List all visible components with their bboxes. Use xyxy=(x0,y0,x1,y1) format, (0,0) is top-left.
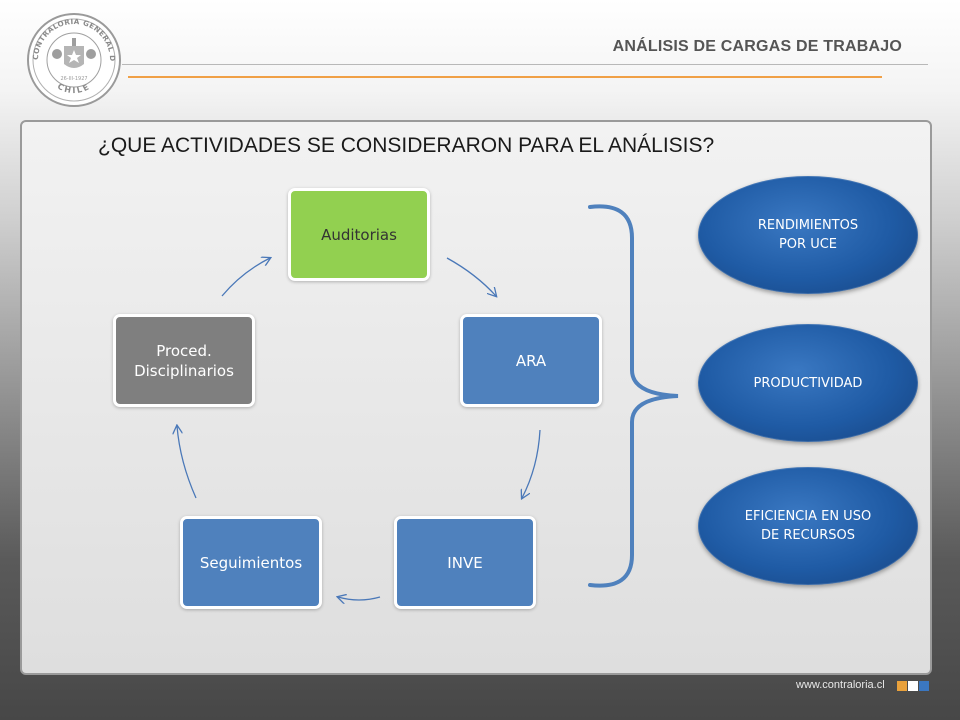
footer-website-link[interactable]: www.contraloria.cl xyxy=(796,679,885,691)
header-divider-orange xyxy=(128,76,882,78)
node-auditorias: Auditorias xyxy=(288,188,430,281)
seal-bottom-text: CHILE xyxy=(56,82,90,96)
node-ara: ARA xyxy=(460,314,602,407)
question-heading: ¿QUE ACTIVIDADES SE CONSIDERARON PARA EL… xyxy=(98,134,715,157)
node-inve: INVE xyxy=(394,516,536,609)
arrow-proced-to-auditorias xyxy=(221,258,270,297)
slide-header-title: ANÁLISIS DE CARGAS DE TRABAJO xyxy=(612,38,902,55)
oval-label: RENDIMIENTOS POR UCE xyxy=(757,218,859,252)
seal-date: 26-III-1927 xyxy=(60,76,87,82)
coat-of-arms-icon xyxy=(52,38,96,68)
svg-text:CHILE: CHILE xyxy=(56,82,92,96)
oval-rendimientos-por-uce: RENDIMIENTOS POR UCE xyxy=(698,176,918,294)
oval-label: PRODUCTIVIDAD xyxy=(753,375,863,391)
flag-stripe-white xyxy=(908,681,918,691)
arrow-seguimientos-to-proced xyxy=(177,426,197,499)
oval-productividad: PRODUCTIVIDAD xyxy=(698,324,918,442)
flag-stripe-blue xyxy=(919,681,929,691)
arrow-auditorias-to-ara xyxy=(446,257,496,296)
contraloria-seal-logo: CONTRALORIA GENERAL DE LA REPUBLICA CHIL… xyxy=(24,8,121,107)
oval-label: EFICIENCIA EN USO DE RECURSOS xyxy=(744,509,872,543)
node-proced-disciplinarios: Proced. Disciplinarios xyxy=(113,314,255,407)
header-divider-gray xyxy=(122,64,928,65)
oval-eficiencia-uso-recursos: EFICIENCIA EN USO DE RECURSOS xyxy=(698,467,918,585)
arrow-inve-to-seguimientos xyxy=(338,597,381,600)
arrow-ara-to-inve xyxy=(522,429,541,498)
flag-stripe-orange xyxy=(897,681,907,691)
node-seguimientos: Seguimientos xyxy=(180,516,322,609)
right-curly-brace xyxy=(588,204,679,588)
